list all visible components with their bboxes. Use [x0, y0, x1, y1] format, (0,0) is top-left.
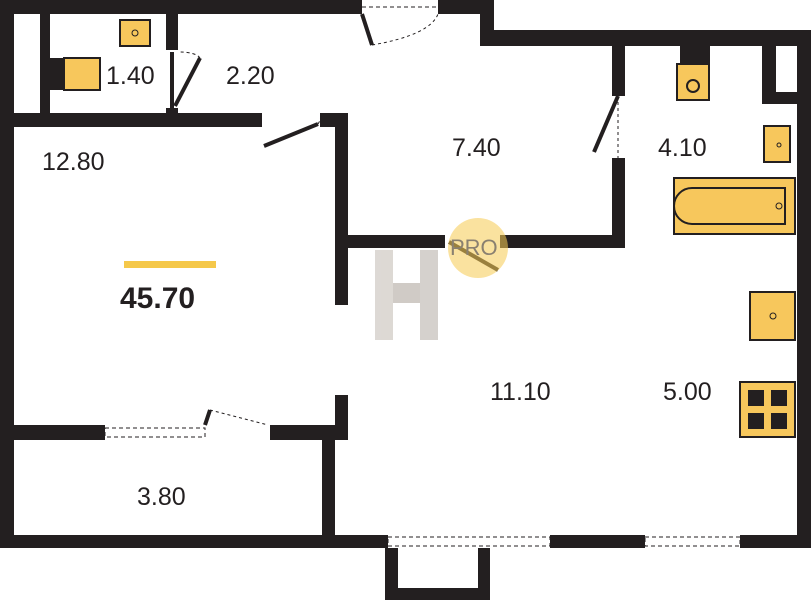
area-accent-bar [124, 261, 216, 268]
bathtub [673, 177, 796, 235]
watermark-logo [375, 218, 508, 340]
toilet-bath [676, 63, 710, 101]
room-area-hall: 2.20 [226, 62, 275, 90]
room-area-balcony: 3.80 [137, 483, 186, 511]
room-area-bathroom: 4.10 [658, 134, 707, 162]
room-area-bedroom: 12.80 [42, 148, 105, 176]
sink-wc [119, 19, 151, 47]
toilet-wc [63, 57, 101, 91]
room-area-kitchen: 5.00 [663, 378, 712, 406]
room-area-living: 11.10 [490, 378, 551, 406]
door-swings [177, 13, 619, 426]
kitchen-sink [749, 291, 796, 341]
stove-burners [748, 390, 787, 429]
room-area-corridor: 7.40 [452, 134, 501, 162]
room-area-wc: 1.40 [106, 62, 155, 90]
sink-bath [763, 125, 791, 163]
watermark-text: PRO [450, 235, 498, 260]
total-area: 45.70 [120, 282, 196, 315]
windows [104, 6, 741, 547]
